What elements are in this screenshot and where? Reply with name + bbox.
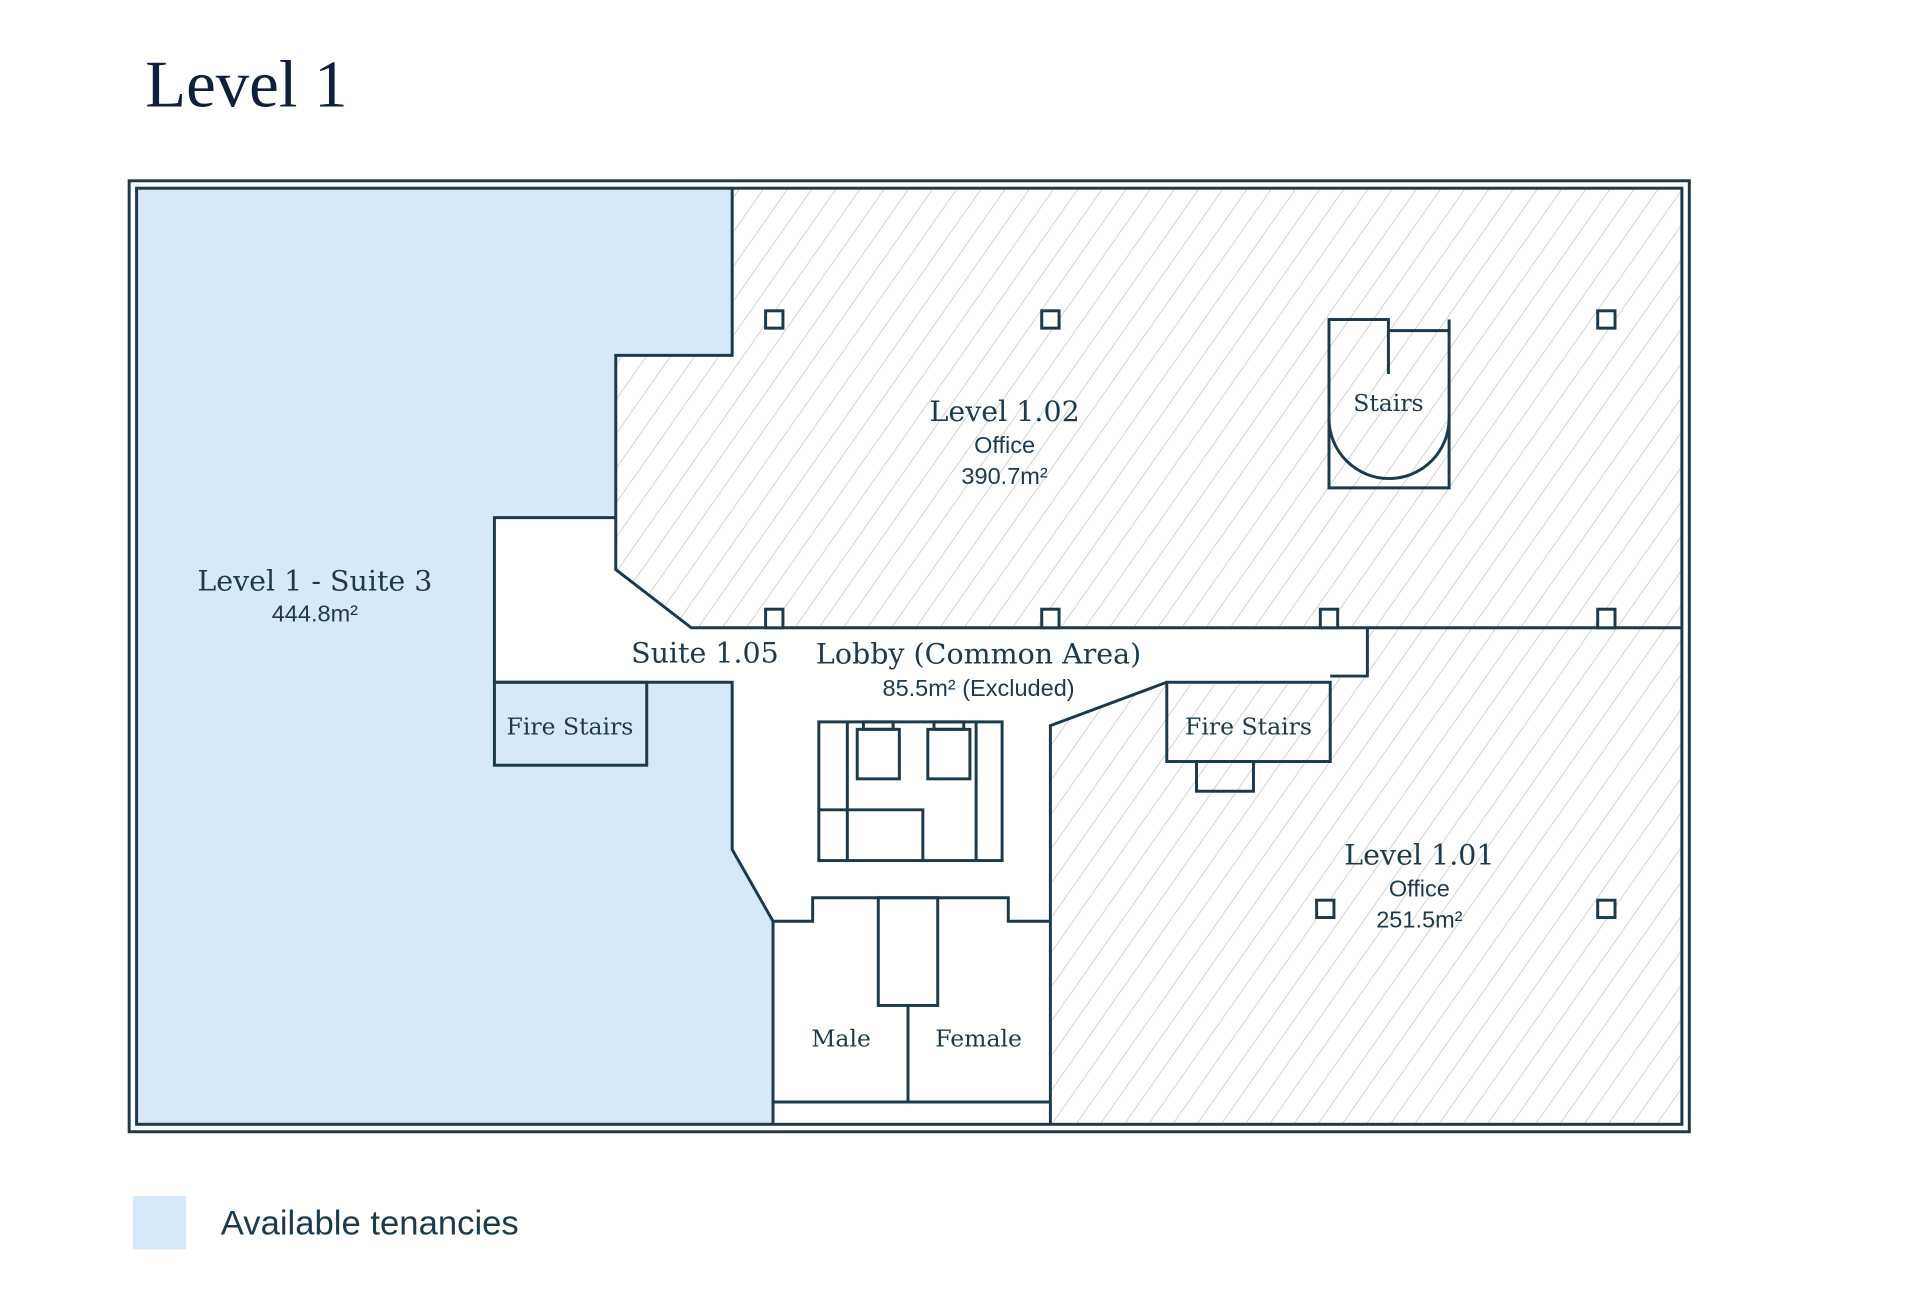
level-1-02-area[interactable] bbox=[615, 188, 1682, 628]
column bbox=[764, 607, 785, 630]
level-1-01-name: Level 1.01 bbox=[1344, 838, 1494, 871]
walls bbox=[492, 188, 1682, 1125]
level-1-01-area[interactable] bbox=[1050, 627, 1682, 1125]
level-1-01-use: Office bbox=[1389, 875, 1450, 901]
outer-border bbox=[127, 179, 1691, 1134]
male-toilet-label: Male bbox=[811, 1024, 871, 1052]
column bbox=[1596, 898, 1617, 920]
column bbox=[1596, 309, 1617, 330]
lobby-name: Lobby (Common Area) bbox=[816, 638, 1141, 671]
suite-3-area-label: 444.8m² bbox=[272, 601, 358, 627]
female-toilet-label: Female bbox=[935, 1024, 1022, 1052]
column bbox=[1596, 607, 1617, 630]
column bbox=[1318, 607, 1340, 630]
fire-stairs-landing bbox=[1195, 760, 1255, 793]
legend-swatch-available bbox=[132, 1196, 187, 1250]
suite-3-area[interactable] bbox=[136, 188, 774, 1125]
suite-1-05-name: Suite 1.05 bbox=[631, 636, 779, 669]
stairs-label: Stairs bbox=[1353, 389, 1423, 417]
column bbox=[764, 309, 785, 330]
lift-core bbox=[817, 720, 1004, 863]
column bbox=[1040, 607, 1061, 630]
columns bbox=[764, 309, 1617, 920]
level-1-01-area-label: 251.5m² bbox=[1376, 906, 1462, 932]
fire-stairs-left bbox=[492, 680, 649, 767]
level-1-02-name: Level 1.02 bbox=[929, 395, 1079, 428]
suite-3-name: Level 1 - Suite 3 bbox=[197, 565, 432, 598]
lobby-area-label: 85.5m² (Excluded) bbox=[883, 675, 1075, 701]
level-1-02-use: Office bbox=[974, 432, 1035, 458]
fire-stairs-left-label: Fire Stairs bbox=[507, 712, 634, 740]
level-1-02-area-label: 390.7m² bbox=[961, 463, 1047, 489]
legend-label: Available tenancies bbox=[221, 1205, 519, 1243]
stairs-block bbox=[1327, 317, 1451, 490]
fire-stairs-right-label: Fire Stairs bbox=[1185, 712, 1312, 740]
inner-border bbox=[135, 186, 1684, 1126]
column bbox=[1315, 898, 1336, 920]
column bbox=[1040, 309, 1061, 330]
page-title: Level 1 bbox=[145, 47, 347, 121]
